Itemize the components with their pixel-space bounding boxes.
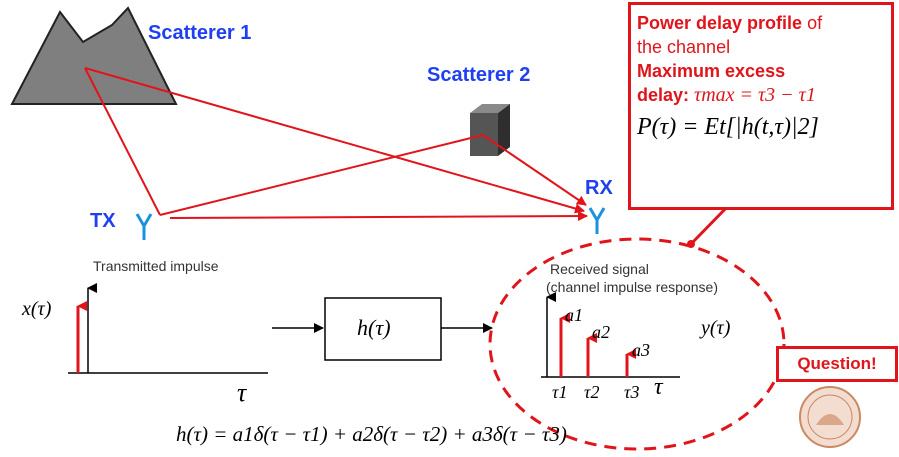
system-box bbox=[324, 297, 442, 361]
university-seal-icon bbox=[799, 386, 861, 448]
pdp-title: Power delay profile bbox=[637, 13, 803, 33]
tau1-label: τ1 bbox=[552, 382, 568, 402]
scatterer1-label: Scatterer 1 bbox=[148, 22, 252, 44]
pdp-of: of bbox=[802, 13, 823, 33]
a3-label: a3 bbox=[632, 340, 650, 360]
channel-response-caption: (channel impulse response) bbox=[546, 279, 718, 295]
excess-delay-title: Maximum excess bbox=[637, 61, 786, 81]
y-tau-label: y(τ) bbox=[701, 317, 731, 339]
x-tau-label: x(τ) bbox=[22, 298, 52, 320]
pdp-line2: the channel bbox=[637, 37, 731, 57]
impulse-response-equation: h(τ) = a1δ(τ − τ1) + a2δ(τ − τ2) + a3δ(τ… bbox=[176, 422, 567, 446]
question-box: Question! bbox=[776, 346, 898, 382]
tau2-label: τ2 bbox=[584, 382, 600, 402]
pdp-title-line: Power delay profile of bbox=[637, 11, 885, 35]
tau3-label: τ3 bbox=[624, 382, 640, 402]
callout-connector bbox=[689, 202, 732, 246]
a1-label: a1 bbox=[565, 305, 583, 325]
output-signal-axes bbox=[541, 292, 680, 378]
tau-max-expression: τmax = τ3 − τ1 bbox=[694, 84, 816, 106]
scatterer2-label: Scatterer 2 bbox=[427, 64, 531, 86]
box-scatterer-icon bbox=[470, 104, 510, 156]
power-delay-profile-box: Power delay profile of the channel Maxim… bbox=[628, 2, 894, 210]
propagation-paths bbox=[84, 67, 588, 222]
input-signal-axes bbox=[68, 283, 268, 374]
rx-antenna-icon bbox=[588, 207, 606, 234]
tx-label: TX bbox=[90, 210, 116, 232]
dashed-highlight-circle bbox=[488, 237, 786, 451]
mountain-scatterer-icon bbox=[10, 6, 178, 105]
input-tau-axis-label: τ bbox=[237, 378, 247, 407]
output-tau-axis-label: τ bbox=[654, 374, 663, 400]
pdp-formula: P(τ) = Et[|h(t,τ)|2] bbox=[637, 114, 819, 140]
delay-label: delay: bbox=[637, 85, 690, 105]
received-signal-caption: Received signal bbox=[550, 261, 649, 277]
tx-antenna-icon bbox=[135, 213, 153, 240]
a2-label: a2 bbox=[592, 322, 610, 342]
h-tau-label: h(τ) bbox=[357, 315, 391, 340]
rx-label: RX bbox=[585, 177, 613, 199]
transmitted-impulse-caption: Transmitted impulse bbox=[93, 258, 219, 274]
